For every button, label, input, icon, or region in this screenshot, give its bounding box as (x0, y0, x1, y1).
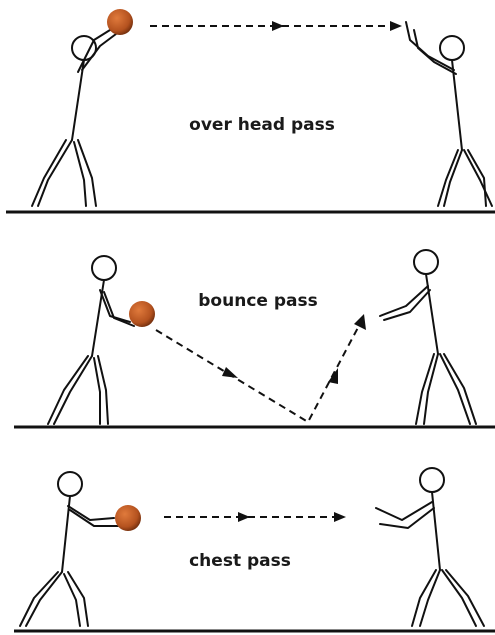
player-head (439, 35, 465, 61)
panel-bounce: bounce pass (14, 249, 495, 429)
player-torso (71, 59, 85, 141)
ball-chest (115, 505, 141, 531)
player-right-bounce (379, 249, 477, 425)
label-chest: chest pass (189, 551, 291, 571)
player-leg (31, 139, 67, 207)
arrowhead-up (328, 368, 338, 384)
player-arm (413, 29, 457, 75)
player-leg (443, 149, 463, 207)
arrowhead-end (390, 21, 402, 31)
player-leg (423, 353, 439, 425)
ball-bounce (129, 301, 155, 327)
player-right-chest (375, 467, 485, 627)
player-arm (379, 285, 429, 317)
player-leg (19, 571, 59, 627)
player-arm (103, 291, 135, 327)
player-head (419, 467, 445, 493)
arrowhead-mid (238, 512, 250, 522)
player-head (57, 471, 83, 497)
label-overhead: over head pass (189, 115, 335, 135)
player-left-overhead (31, 29, 117, 207)
player-right-overhead (405, 21, 493, 207)
player-torso (61, 495, 71, 573)
player-leg (67, 571, 89, 627)
player-leg (467, 149, 487, 207)
label-bounce: bounce pass (198, 291, 317, 311)
player-arm (77, 29, 111, 73)
player-leg (441, 569, 477, 627)
player-left-chest (19, 471, 119, 627)
player-leg (411, 569, 437, 627)
player-arm (379, 507, 435, 529)
player-head (413, 249, 439, 275)
player-left-bounce (47, 255, 135, 425)
player-leg (93, 357, 101, 425)
arrowhead-end (354, 314, 366, 330)
player-torso (91, 279, 105, 357)
player-arm (67, 505, 115, 521)
player-head (91, 255, 117, 281)
player-torso (451, 59, 463, 151)
player-leg (437, 149, 459, 207)
player-leg (53, 355, 93, 425)
player-arm (383, 289, 431, 321)
arrowhead-end (334, 512, 346, 522)
panel-overhead: over head pass (6, 9, 495, 214)
player-leg (443, 353, 477, 425)
player-leg (25, 571, 63, 627)
pass-path-bounce (155, 319, 363, 424)
player-leg (419, 569, 441, 627)
player-arm (69, 509, 119, 527)
player-leg (97, 355, 109, 425)
player-leg (445, 569, 485, 627)
player-leg (63, 573, 81, 627)
player-leg (37, 139, 73, 207)
player-arm (375, 501, 433, 521)
player-arm (99, 289, 131, 323)
ball-overhead (107, 9, 133, 35)
player-leg (463, 149, 493, 207)
player-arm (81, 33, 117, 71)
arrowhead-down (222, 367, 238, 378)
player-torso (431, 491, 441, 571)
arrowhead-mid (272, 21, 284, 31)
player-leg (73, 141, 87, 207)
panel-chest: chest pass (14, 467, 495, 633)
player-leg (415, 353, 435, 425)
player-leg (47, 355, 89, 425)
player-leg (439, 353, 471, 425)
player-leg (77, 139, 97, 207)
